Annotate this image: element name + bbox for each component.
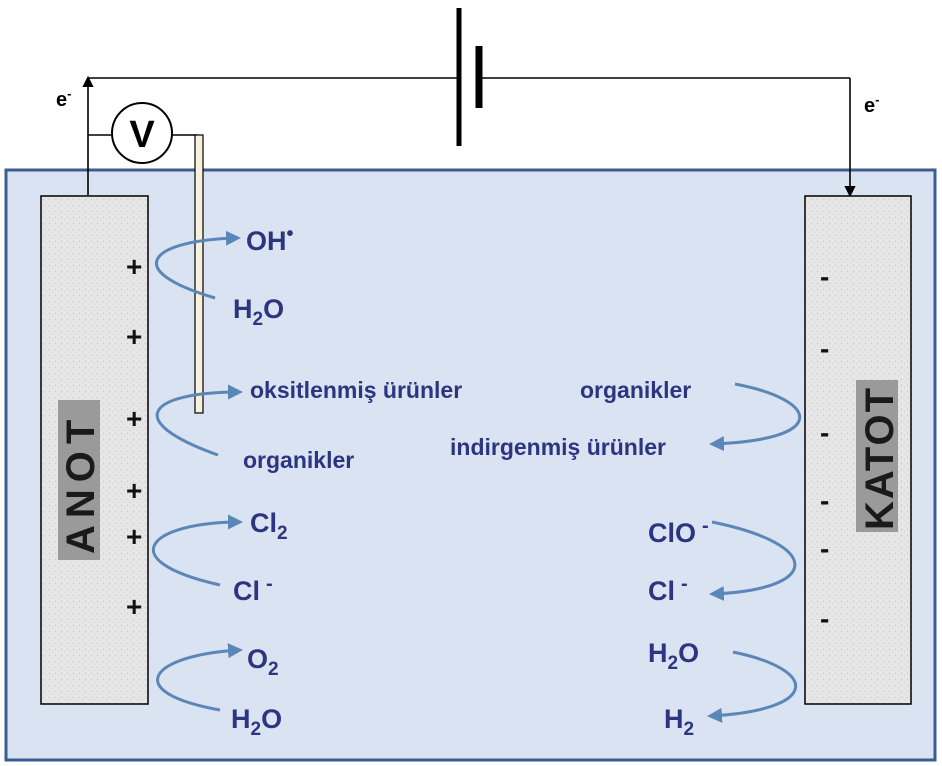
- cathode-sign: -: [820, 485, 829, 516]
- anode-sign: +: [126, 475, 142, 506]
- anode-electrode: ANOT: [40, 195, 149, 705]
- cathode-electrode: KATOT: [804, 195, 912, 705]
- anode-reactant-label: Cl-: [233, 573, 273, 606]
- cathode-sign: -: [820, 603, 829, 634]
- cathode-reactant-label: ClO-: [648, 515, 709, 548]
- battery-icon: [456, 8, 483, 146]
- cathode-label-plate: [856, 380, 898, 532]
- cathode-product-label: Cl-: [648, 573, 688, 606]
- reference-probe: [194, 134, 204, 414]
- cathode-product-label: H2: [664, 704, 694, 740]
- anode-product-label: oksitlenmiş ürünler: [250, 377, 462, 403]
- anode-signs: + + + + + +: [126, 251, 142, 622]
- anode-reactant-label: H2O: [233, 294, 284, 330]
- cathode-reaction-arrow: [709, 520, 797, 602]
- anode-sign: +: [126, 251, 142, 282]
- circuit-wires: [82, 75, 856, 198]
- anode-sign: +: [126, 403, 142, 434]
- voltmeter-label: V: [129, 114, 155, 156]
- anode-label: ANOT: [59, 413, 103, 554]
- anode-label-plate: [58, 400, 100, 560]
- cathode-sign: -: [820, 261, 829, 292]
- anode-reactant-label: organikler: [243, 447, 354, 473]
- anode-product-label: OH•: [246, 223, 294, 256]
- cathode-reactant-label: H2O: [648, 638, 699, 674]
- electrolyte-tank: [4, 168, 937, 762]
- electron-label-right: e-: [864, 92, 879, 117]
- anode-product-label: Cl2: [250, 508, 288, 544]
- anode-product-label: O2: [247, 644, 279, 680]
- anode-reaction-arrow: [155, 230, 241, 300]
- anode-reactant-label: H2O: [231, 704, 282, 740]
- cathode-sign: -: [820, 333, 829, 364]
- electron-label-left: e-: [56, 86, 71, 111]
- anode-sign: +: [126, 591, 142, 622]
- cathode-reaction-arrow: [707, 650, 797, 723]
- cathode-reactant-label: organikler: [580, 377, 691, 403]
- cathode-reaction-arrow: [709, 382, 802, 452]
- anode-sign: +: [126, 521, 142, 552]
- cathode-sign: -: [820, 533, 829, 564]
- cathode-signs: - - - - - -: [820, 261, 829, 634]
- anode-reaction-arrow: [155, 384, 243, 457]
- cathode-label: KATOT: [858, 386, 902, 530]
- anode-reaction-arrow: [156, 643, 243, 712]
- voltmeter-icon: V: [111, 102, 173, 164]
- cathode-sign: -: [820, 417, 829, 448]
- cathode-product-label: indirgenmiş ürünler: [450, 434, 666, 460]
- anode-sign: +: [126, 321, 142, 352]
- anode-reaction-arrow: [151, 514, 243, 587]
